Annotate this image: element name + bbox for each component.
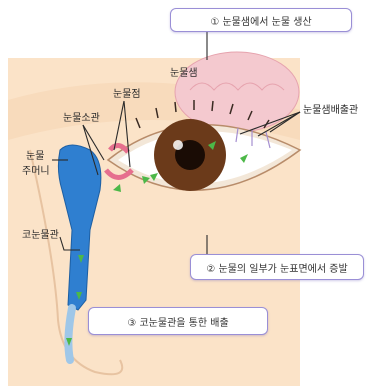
lacrimal-sac-label-line1: 눈물	[26, 151, 44, 164]
step1-callout: ① 눈물샘에서 눈물 생산	[170, 8, 352, 32]
step1-text: ① 눈물샘에서 눈물 생산	[210, 13, 311, 28]
step3-callout: ③ 코눈물관을 통한 배출	[88, 307, 268, 335]
nasolacrimal-duct-label: 코눈물관	[22, 230, 59, 243]
lacrimal-gland-label: 눈물샘	[170, 68, 198, 81]
step2-text: ② 눈물의 일부가 눈표면에서 증발	[206, 260, 347, 275]
eye-highlight	[173, 140, 183, 150]
lacrimal-sac-label-line2: 주머니	[22, 166, 50, 179]
lacrimal-punctum-label: 눈물점	[113, 89, 141, 102]
lacrimal-ducts-label: 눈물샘배출관	[303, 105, 358, 118]
canaliculus-label: 눈물소관	[63, 113, 100, 126]
step3-text: ③ 코눈물관을 통한 배출	[127, 314, 228, 329]
nasolacrimal-duct-tail	[68, 308, 72, 360]
step2-callout: ② 눈물의 일부가 눈표면에서 증발	[190, 254, 364, 280]
